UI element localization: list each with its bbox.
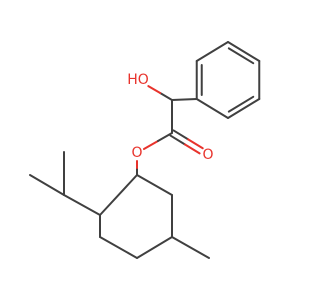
bond-o_ester-c_carbonyl: [142, 132, 173, 151]
bond-c_ph5-c_ph6: [227, 95, 261, 119]
bond-line: [29, 174, 65, 196]
bond-c_ph3-c_ph4: [227, 41, 261, 65]
bond-line: [195, 98, 229, 119]
bond-c_alpha-o_hydroxyl: [147, 85, 173, 101]
bond-line: [227, 41, 261, 62]
bond-c_r5-c_r6: [99, 236, 138, 259]
bond-segment: [147, 85, 162, 95]
bond-segment: [187, 138, 204, 150]
bond-line: [227, 98, 261, 119]
bond-line: [171, 236, 210, 259]
bond-c_alpha-c_ph1: [171, 98, 198, 101]
bond-segment: [159, 92, 173, 101]
structure-diagram: O O HO: [29, 41, 261, 259]
bond-c_carbonyl-o_carbonyl: [169, 129, 204, 155]
bond-c_ph1-c_ph2: [195, 60, 203, 100]
bond-line: [136, 174, 173, 196]
bond-line: [63, 194, 101, 216]
bond-line: [136, 236, 173, 259]
atom-label-o_ester: O: [131, 145, 142, 161]
bond-c_r2-c_r3: [136, 174, 173, 196]
bond-c_ph6-c_ph1: [195, 98, 229, 119]
bond-line-inner: [227, 47, 255, 65]
bond-c_r4-c_me5: [171, 236, 210, 259]
bond-c_ph2-c_ph3: [195, 41, 229, 62]
bond-line: [171, 98, 198, 101]
bonds-layer: [29, 41, 261, 259]
bond-line-inner: [227, 95, 255, 113]
atom-labels-layer: O O HO: [127, 72, 213, 163]
bond-segment: [169, 134, 187, 146]
bond-line: [195, 41, 229, 62]
bond-segment: [172, 129, 190, 141]
bond-c_i1-c_r1: [63, 194, 101, 216]
bond-c_r4-c_r5: [136, 236, 173, 259]
bond-segment: [184, 143, 201, 155]
bond-line: [99, 174, 138, 216]
bond-segment: [142, 140, 159, 151]
atom-label-o_hydroxyl: HO: [127, 72, 149, 88]
atom-label-o_carbonyl: O: [202, 147, 213, 163]
bond-c_r1-c_r2: [99, 174, 138, 216]
bond-c_me_a-c_i1: [29, 174, 65, 196]
bond-segment: [156, 132, 173, 143]
bond-line: [99, 236, 138, 259]
